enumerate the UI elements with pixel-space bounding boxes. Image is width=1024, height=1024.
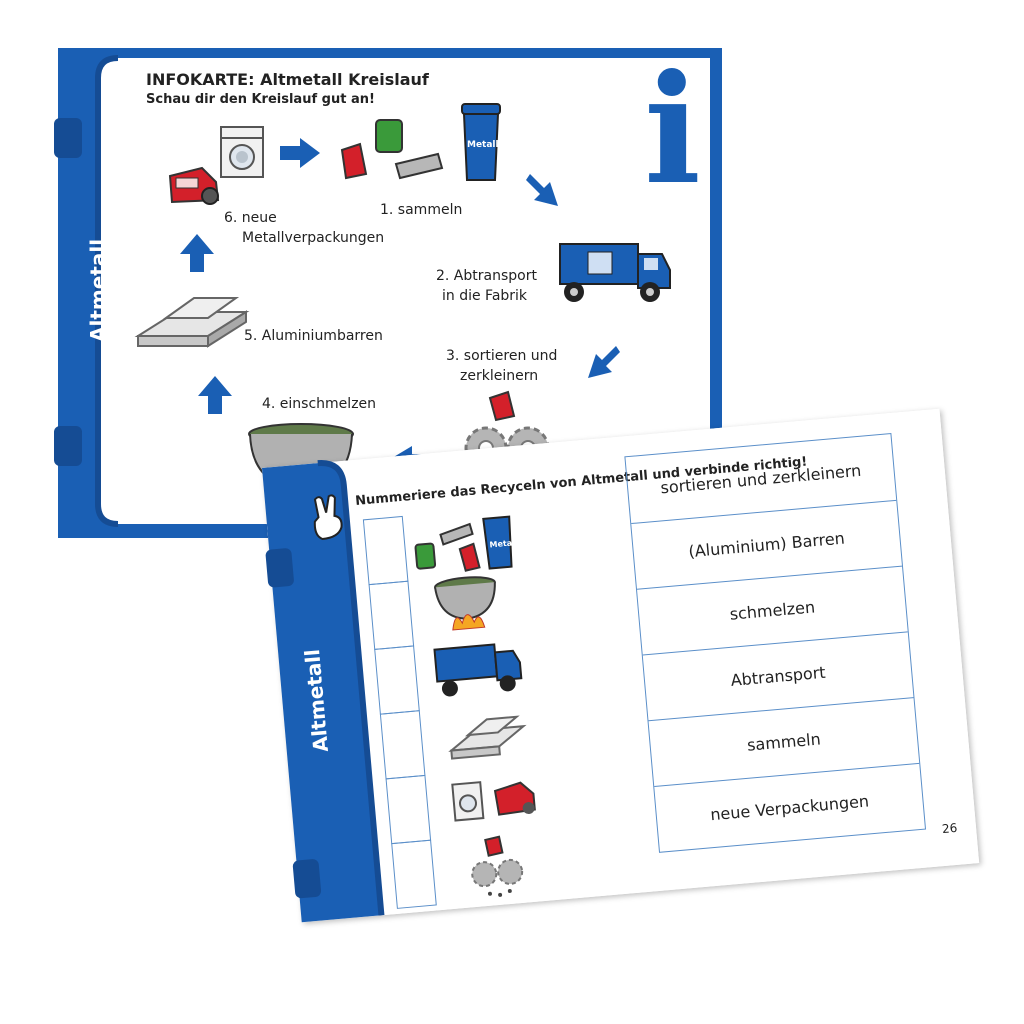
car-scrap-icon xyxy=(168,166,220,205)
arrow-down-left-icon xyxy=(588,346,620,378)
info-side-label: Altmetall xyxy=(86,238,110,342)
step-4-label: 4. einschmelzen xyxy=(262,396,377,412)
info-bin-label: Metall xyxy=(467,140,499,150)
answer-text: schmelzen xyxy=(728,596,816,624)
truck-icon xyxy=(433,643,523,697)
garbage-truck-icon xyxy=(559,243,671,302)
answer-text: sammeln xyxy=(746,728,822,755)
step-2-label-a: 2. Abtransport xyxy=(436,268,537,284)
info-letter-i: i xyxy=(644,42,701,218)
metal-bin-icon xyxy=(461,103,501,181)
peace-hand-icon xyxy=(313,494,343,541)
arrow-down-right-icon xyxy=(526,174,558,206)
bars-icon xyxy=(448,715,527,760)
answer-text: neue Verpackungen xyxy=(709,790,870,824)
washing-machine-icon xyxy=(220,126,264,178)
number-box[interactable] xyxy=(391,839,437,909)
arrow-right-icon xyxy=(280,138,320,168)
number-box[interactable] xyxy=(374,645,420,715)
worksheet-card: Altmetall Nummeriere das Recyceln von Al… xyxy=(262,408,980,923)
number-box[interactable] xyxy=(385,774,432,845)
melt-pot-icon xyxy=(434,576,496,631)
page-number: 26 xyxy=(941,820,958,837)
step-5-label: 5. Aluminiumbarren xyxy=(244,328,383,344)
info-subtitle: Schau dir den Kreislauf gut an! xyxy=(146,92,375,107)
step-1-label: 1. sammeln xyxy=(380,202,463,218)
aluminium-bars-icon xyxy=(134,297,250,348)
cans-icon xyxy=(340,119,444,180)
answer-text: (Aluminium) Barren xyxy=(687,528,846,561)
number-box[interactable] xyxy=(368,580,415,650)
number-box[interactable] xyxy=(362,515,409,586)
info-card: Altmetall INFOKARTE: Altmetall Kreislauf… xyxy=(54,42,722,538)
step-2-label-b: in die Fabrik xyxy=(442,288,528,304)
step-3-label-b: zerkleinern xyxy=(460,368,539,384)
answer-text: sortieren und zerkleinern xyxy=(659,460,862,497)
step-6-label-b: Metallverpackungen xyxy=(242,230,385,246)
collect-cans-icon xyxy=(414,515,513,572)
arrow-up-icon-2 xyxy=(180,234,214,272)
step-3-label-a: 3. sortieren und xyxy=(446,348,558,364)
arrow-up-icon xyxy=(198,376,232,414)
info-title: INFOKARTE: Altmetall Kreislauf xyxy=(146,70,429,89)
appliances-icon xyxy=(451,781,536,822)
answer-text: Abtransport xyxy=(729,662,827,690)
gears-icon xyxy=(471,835,524,897)
answer-column: sortieren und zerkleinern (Aluminium) Ba… xyxy=(624,433,927,853)
number-box[interactable] xyxy=(379,710,426,780)
step-6-label-a: 6. neue xyxy=(224,210,277,226)
